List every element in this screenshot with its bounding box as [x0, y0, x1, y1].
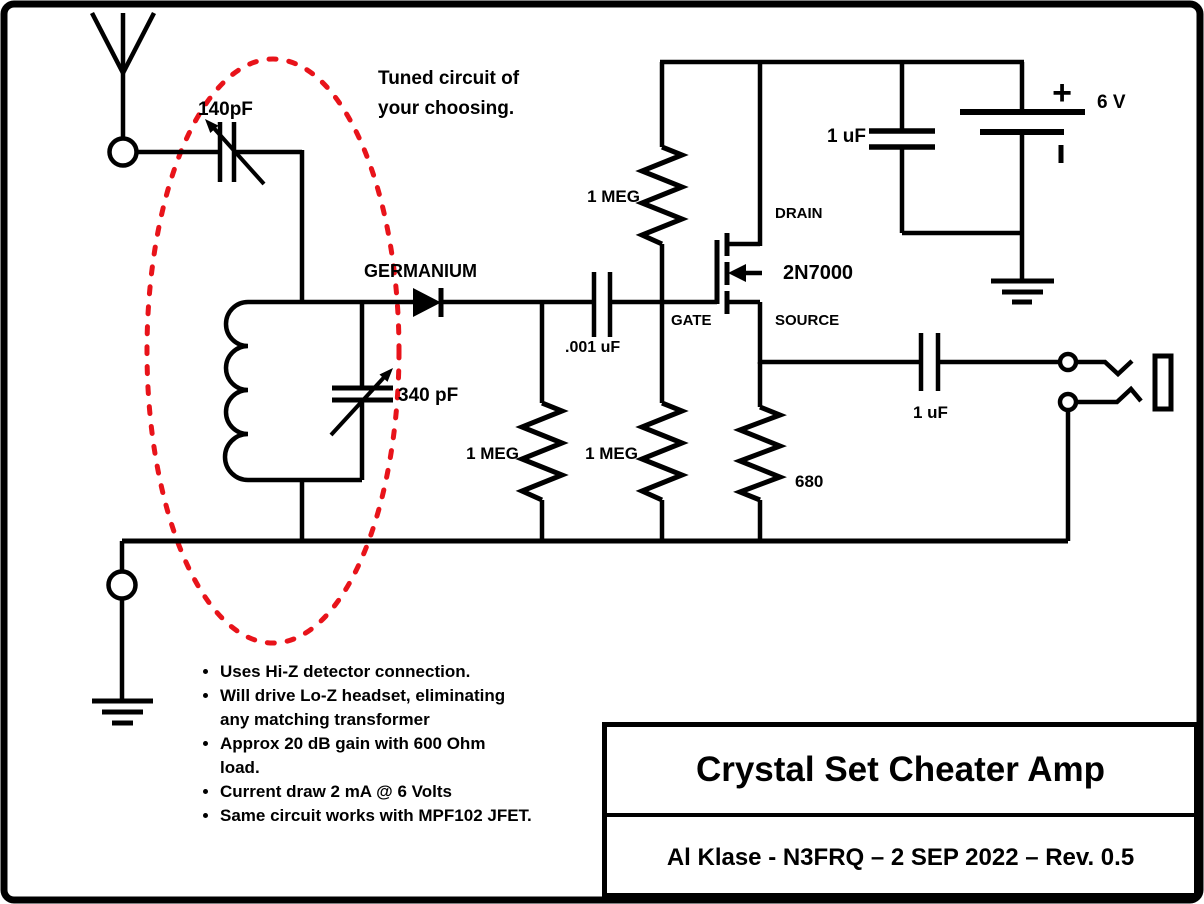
note-item: Approx 20 dB gain with 600 Ohm load.	[220, 732, 563, 780]
headphone-jack-icon	[1076, 353, 1174, 412]
antenna-cap-label: 140pF	[198, 99, 253, 120]
schematic-credit: Al Klase - N3FRQ – 2 SEP 2022 – Rev. 0.5	[666, 843, 1135, 871]
ground-icon	[991, 278, 1054, 305]
ground-icon	[92, 698, 153, 726]
gate-pullup-label: 1 MEG	[587, 187, 640, 206]
source-resistor: 680	[733, 362, 823, 541]
highlight-ellipse	[144, 56, 402, 646]
mosfet-gate-label: GATE	[671, 312, 712, 329]
ground-terminal-left	[92, 541, 153, 726]
diode-label: GERMANIUM	[364, 261, 477, 281]
battery-plus-label: +	[1052, 74, 1072, 112]
tuned-circuit: 340 pF	[222, 299, 458, 541]
antenna-terminal	[107, 136, 139, 168]
tuning-capacitor: 340 pF	[329, 302, 458, 480]
diode-icon	[413, 288, 441, 317]
input-cap-label: .001 uF	[565, 339, 620, 356]
germanium-diode: GERMANIUM	[364, 261, 477, 317]
antenna-icon	[90, 11, 156, 139]
gate-resistor-label: 1 MEG	[585, 444, 638, 463]
detector-load-resistor: 1 MEG	[466, 302, 569, 541]
arrow-icon	[205, 119, 219, 133]
arrow-icon	[379, 368, 393, 382]
gate-pullup-resistor: 1 MEG	[587, 62, 689, 302]
inductor-icon	[222, 299, 249, 483]
source-resistor-label: 680	[795, 472, 823, 491]
note-item: Same circuit works with MPF102 JFET.	[220, 804, 563, 828]
mosfet-arrow-icon	[728, 264, 746, 282]
mosfet-part-label: 2N7000	[783, 262, 853, 284]
output-coupling-capacitor: 1 uF	[913, 333, 948, 422]
mosfet-2n7000: 2N7000 DRAIN GATE SOURCE	[671, 62, 853, 364]
tuned-circuit-note-line2: your choosing.	[378, 98, 514, 119]
note-item: Current draw 2 mA @ 6 Volts	[220, 780, 563, 804]
input-coupling-capacitor: .001 uF	[565, 272, 620, 356]
notes-list: Uses Hi-Z detector connection. Will driv…	[183, 660, 563, 828]
tuning-cap-label: 340 pF	[398, 385, 458, 406]
note-item: Uses Hi-Z detector connection.	[220, 660, 563, 684]
detector-load-label: 1 MEG	[466, 444, 519, 463]
bypass-cap-label: 1 uF	[827, 126, 866, 147]
battery-voltage-label: 6 V	[1097, 92, 1126, 113]
note-item: Will drive Lo-Z headset, eliminating any…	[220, 684, 563, 732]
schematic-title: Crystal Set Cheater Amp	[695, 750, 1106, 789]
title-block: Crystal Set Cheater Amp Al Klase - N3FRQ…	[602, 722, 1199, 898]
mosfet-source-label: SOURCE	[775, 312, 839, 329]
bypass-capacitor: 1 uF	[827, 62, 1022, 236]
battery-6v: + 6 V	[960, 62, 1126, 305]
mosfet-drain-label: DRAIN	[775, 205, 823, 222]
output-terminals	[1057, 351, 1079, 541]
gate-resistor: 1 MEG	[585, 302, 689, 541]
tuned-circuit-note-line1: Tuned circuit of	[378, 68, 520, 89]
antenna-series-cap: 140pF	[198, 99, 266, 186]
output-cap-label: 1 uF	[913, 403, 948, 422]
